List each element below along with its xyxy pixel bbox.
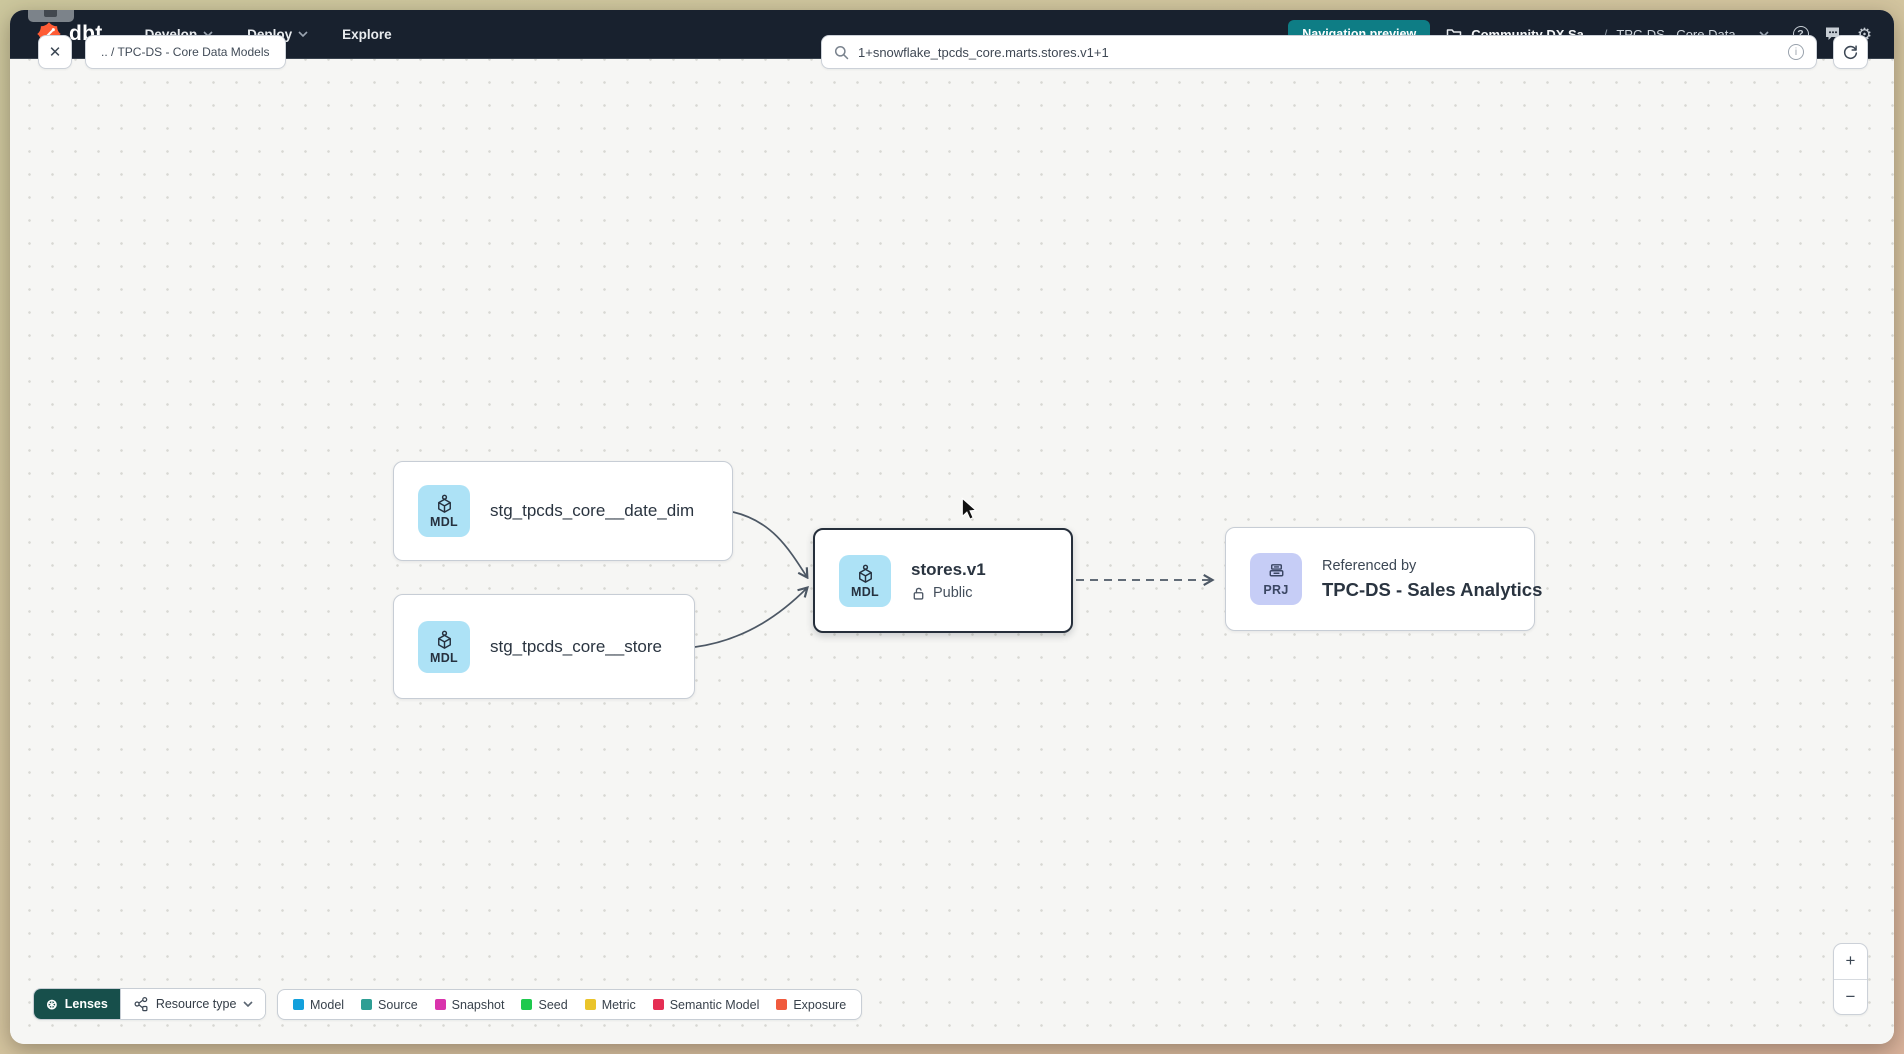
node-title: stores.v1 — [911, 560, 986, 579]
lineage-canvas[interactable]: MDL stg_tpcds_core__date_dim MDL stg_tpc… — [10, 58, 1894, 1044]
lenses-label: Lenses — [64, 997, 108, 1011]
zoom-out-button[interactable]: − — [1845, 986, 1856, 1006]
legend-label: Snapshot — [451, 997, 505, 1012]
legend-label: Metric — [601, 997, 636, 1012]
model-cube-icon — [437, 494, 451, 513]
badge-label: MDL — [851, 584, 879, 599]
access-label: Public — [933, 585, 973, 601]
refresh-icon — [1843, 44, 1858, 59]
node-label: stg_tpcds_core__date_dim — [490, 501, 695, 520]
model-badge: MDL — [839, 554, 891, 607]
legend-item: Metric — [584, 997, 636, 1012]
chevron-down-icon — [298, 31, 308, 37]
zoom-in-button[interactable]: + — [1834, 944, 1867, 980]
referenced-by-label: Referenced by — [1322, 557, 1417, 574]
lens-icon: ⊛ — [46, 995, 58, 1012]
lineage-search-bar: i — [821, 35, 1817, 69]
badge-label: MDL — [430, 650, 458, 665]
legend-label: Model — [310, 997, 345, 1012]
resource-type-dropdown[interactable]: Resource type — [119, 989, 266, 1019]
search-icon — [834, 45, 849, 59]
legend-item: Model — [293, 998, 344, 1012]
project-stack-icon — [1269, 564, 1283, 577]
badge-label: PRJ — [1263, 583, 1289, 597]
breadcrumb-separator: / — [1603, 26, 1608, 42]
model-cube-icon — [437, 630, 451, 649]
model-badge: MDL — [418, 485, 470, 537]
app-window: dbt Develop Deploy Explore Navigation pr… — [10, 10, 1894, 1044]
legend-label: Seed — [538, 997, 568, 1012]
project-badge: PRJ — [1250, 553, 1302, 605]
legend-item: Exposure — [776, 998, 846, 1012]
legend-label: Source — [378, 997, 418, 1012]
model-cube-icon — [858, 564, 872, 583]
refresh-graph-button[interactable] — [1833, 35, 1868, 69]
lenses-button[interactable]: ⊛ Lenses — [34, 989, 120, 1019]
view-controls: ⊛ Lenses Resource type — [33, 988, 267, 1020]
legend-swatch — [584, 999, 596, 1010]
info-icon[interactable]: i — [1788, 44, 1804, 60]
node-text: stores.v1 Public — [911, 560, 986, 601]
breadcrumb: .. / TPC-DS - Core Data Models — [101, 45, 270, 59]
legend-swatch — [776, 999, 788, 1010]
node-referenced-by-project[interactable]: PRJ Referenced by TPC-DS - Sales Analyti… — [1225, 527, 1542, 631]
zoom-controls: + − — [1833, 943, 1868, 1015]
legend-item: Source — [361, 998, 418, 1012]
screen-capture-artifact — [28, 10, 74, 22]
lineage-selector-input[interactable] — [858, 44, 1779, 60]
close-lineage-button[interactable]: ✕ — [38, 35, 72, 69]
referenced-project-name: TPC-DS - Sales Analytics — [1322, 578, 1543, 600]
chevron-down-icon — [243, 1001, 254, 1007]
legend-item: Semantic Model — [652, 997, 760, 1012]
edge-store-to-stores — [694, 588, 807, 648]
legend-swatch — [361, 999, 373, 1010]
node-stg-tpcds-core-date-dim[interactable]: MDL stg_tpcds_core__date_dim — [393, 461, 733, 561]
legend-swatch — [293, 999, 304, 1010]
legend-item: Snapshot — [434, 997, 505, 1012]
nav-item-explore[interactable]: Explore — [342, 27, 392, 42]
lineage-breadcrumb-chip[interactable]: .. / TPC-DS - Core Data Models — [85, 35, 286, 69]
node-text: Referenced by TPC-DS - Sales Analytics — [1322, 558, 1542, 601]
legend-swatch — [434, 999, 446, 1010]
legend-swatch — [652, 999, 664, 1010]
close-icon: ✕ — [48, 44, 62, 61]
legend-label: Exposure — [793, 997, 847, 1012]
edge-date-dim-to-stores — [732, 511, 807, 577]
node-label: stg_tpcds_core__store — [490, 636, 662, 656]
resource-type-label: Resource type — [155, 997, 237, 1011]
nav-item-explore-label: Explore — [342, 26, 392, 42]
node-stg-tpcds-core-store[interactable]: MDL stg_tpcds_core__store — [393, 594, 695, 699]
legend-item: Seed — [521, 997, 568, 1012]
badge-label: MDL — [430, 515, 458, 529]
unlock-icon — [913, 587, 924, 600]
resource-graph-icon — [134, 996, 148, 1012]
legend-label: Semantic Model — [669, 997, 760, 1012]
node-stores-v1[interactable]: MDL stores.v1 Public — [813, 528, 1073, 633]
legend-swatch — [521, 999, 533, 1010]
model-badge: MDL — [418, 620, 470, 673]
node-access: Public — [911, 585, 986, 601]
legend: Model Source Snapshot Seed Metric Semantic Mo… — [277, 989, 863, 1020]
